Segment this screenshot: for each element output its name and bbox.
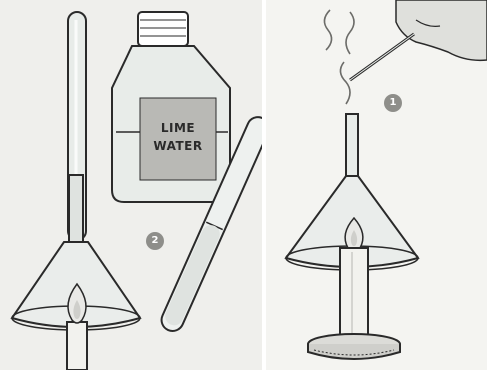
dropper-icon bbox=[350, 34, 414, 80]
panel-step-2: LIME WATER 2 bbox=[0, 0, 262, 370]
bottle-label-line1: LIME bbox=[161, 121, 195, 135]
dish-icon bbox=[308, 334, 400, 359]
hand-icon bbox=[396, 0, 487, 60]
candle-icon bbox=[67, 322, 87, 370]
step-badge-2: 2 bbox=[146, 232, 164, 250]
candle-icon bbox=[340, 248, 368, 346]
panel-step-1: 1 bbox=[266, 0, 487, 370]
bottle-icon: LIME WATER bbox=[112, 12, 230, 202]
panel-step-1-drawing bbox=[266, 0, 487, 370]
smoke-icon bbox=[324, 10, 354, 104]
glass-tube-icon bbox=[346, 114, 358, 176]
panel-step-2-drawing: LIME WATER bbox=[0, 0, 262, 370]
step-badge-1: 1 bbox=[384, 94, 402, 112]
bottle-label-line2: WATER bbox=[153, 139, 202, 153]
